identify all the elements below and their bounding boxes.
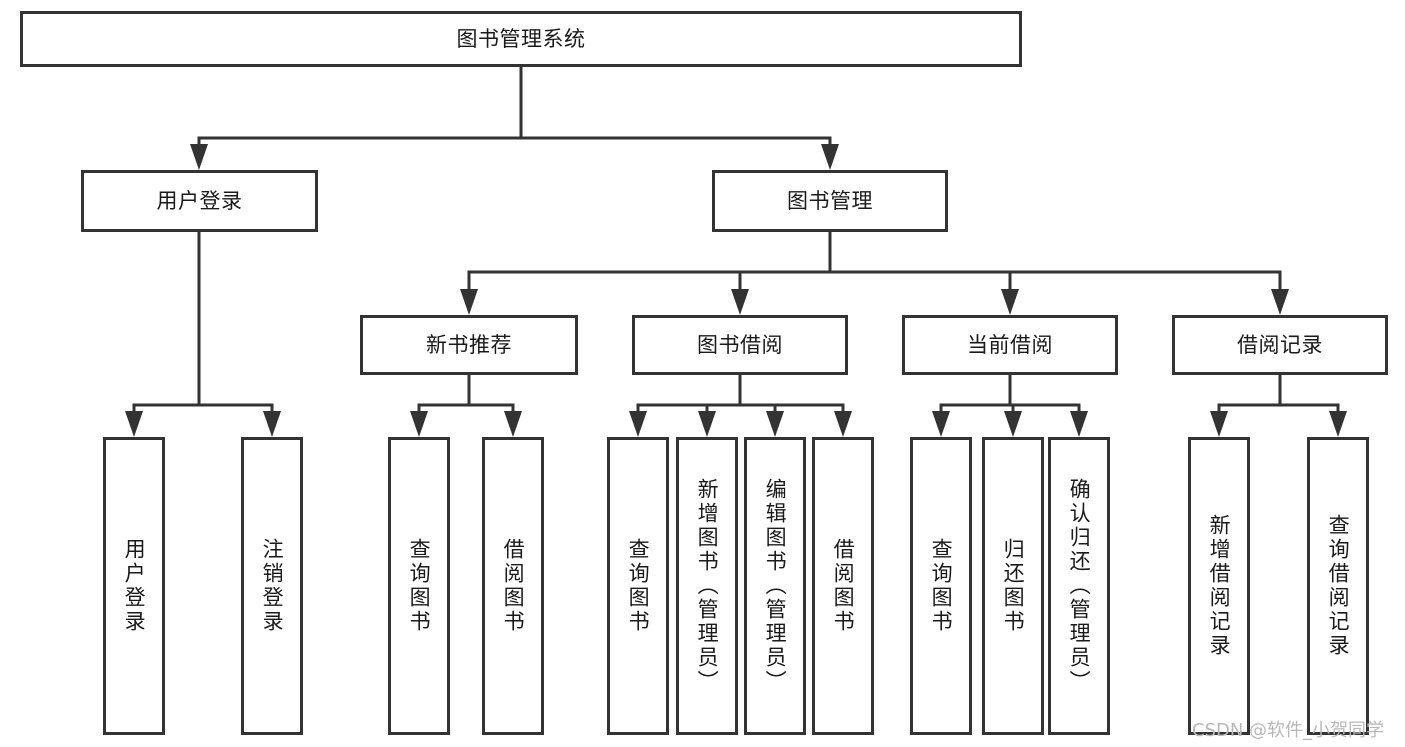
node-leaf-归还图书-9-box[interactable]: [982, 437, 1044, 735]
node-leaf-编辑图书管理员-6-box[interactable]: [744, 437, 806, 735]
arrow-head-icon: [834, 411, 852, 437]
node-leaf-查询图书-4-box[interactable]: [607, 437, 669, 735]
csdn-watermark: CSDN @软件_小贺同学: [1192, 720, 1385, 741]
node-leaf-借阅图书-7-box[interactable]: [812, 437, 874, 735]
node-l3-新书推荐-0-box[interactable]: [360, 315, 578, 375]
arrow-head-icon: [698, 411, 716, 437]
arrow-head-icon: [1210, 411, 1228, 437]
arrow-head-icon: [731, 289, 749, 315]
arrow-head-icon: [1004, 411, 1022, 437]
node-l2-图书管理-1-box[interactable]: [712, 170, 948, 232]
arrow-head-icon: [504, 411, 522, 437]
node-leaf-查询图书-2-box[interactable]: [388, 437, 450, 735]
arrow-head-icon: [766, 411, 784, 437]
node-leaf-确认归还管理员-10-box[interactable]: [1048, 437, 1110, 735]
node-leaf-借阅图书-3-box[interactable]: [482, 437, 544, 735]
arrow-head-icon: [1001, 289, 1019, 315]
node-leaf-查询借阅记录-12-box[interactable]: [1307, 437, 1369, 735]
arrow-head-icon: [410, 411, 428, 437]
arrow-head-icon: [190, 144, 208, 170]
node-l3-图书借阅-1-box[interactable]: [632, 315, 848, 375]
node-l3-借阅记录-3-box[interactable]: [1172, 315, 1388, 375]
node-leaf-用户登录-0-box[interactable]: [103, 437, 165, 735]
arrow-head-icon: [263, 411, 281, 437]
node-leaf-查询图书-8-box[interactable]: [910, 437, 972, 735]
arrow-head-icon: [1329, 411, 1347, 437]
edges-layer: [125, 65, 1347, 437]
arrow-head-icon: [932, 411, 950, 437]
node-l2-用户登录-0-box[interactable]: [81, 170, 318, 232]
node-leaf-新增图书管理员-5-box[interactable]: [676, 437, 738, 735]
arrow-head-icon: [125, 411, 143, 437]
boxes-layer: [20, 11, 1388, 735]
arrow-head-icon: [1070, 411, 1088, 437]
node-leaf-新增借阅记录-11-box[interactable]: [1188, 437, 1250, 735]
node-root-box[interactable]: [20, 11, 1022, 67]
arrow-head-icon: [821, 144, 839, 170]
node-l3-当前借阅-2-box[interactable]: [902, 315, 1118, 375]
arrow-head-icon: [460, 289, 478, 315]
arrow-head-icon: [1271, 289, 1289, 315]
node-leaf-注销登录-1-box[interactable]: [241, 437, 303, 735]
arrow-head-icon: [629, 411, 647, 437]
